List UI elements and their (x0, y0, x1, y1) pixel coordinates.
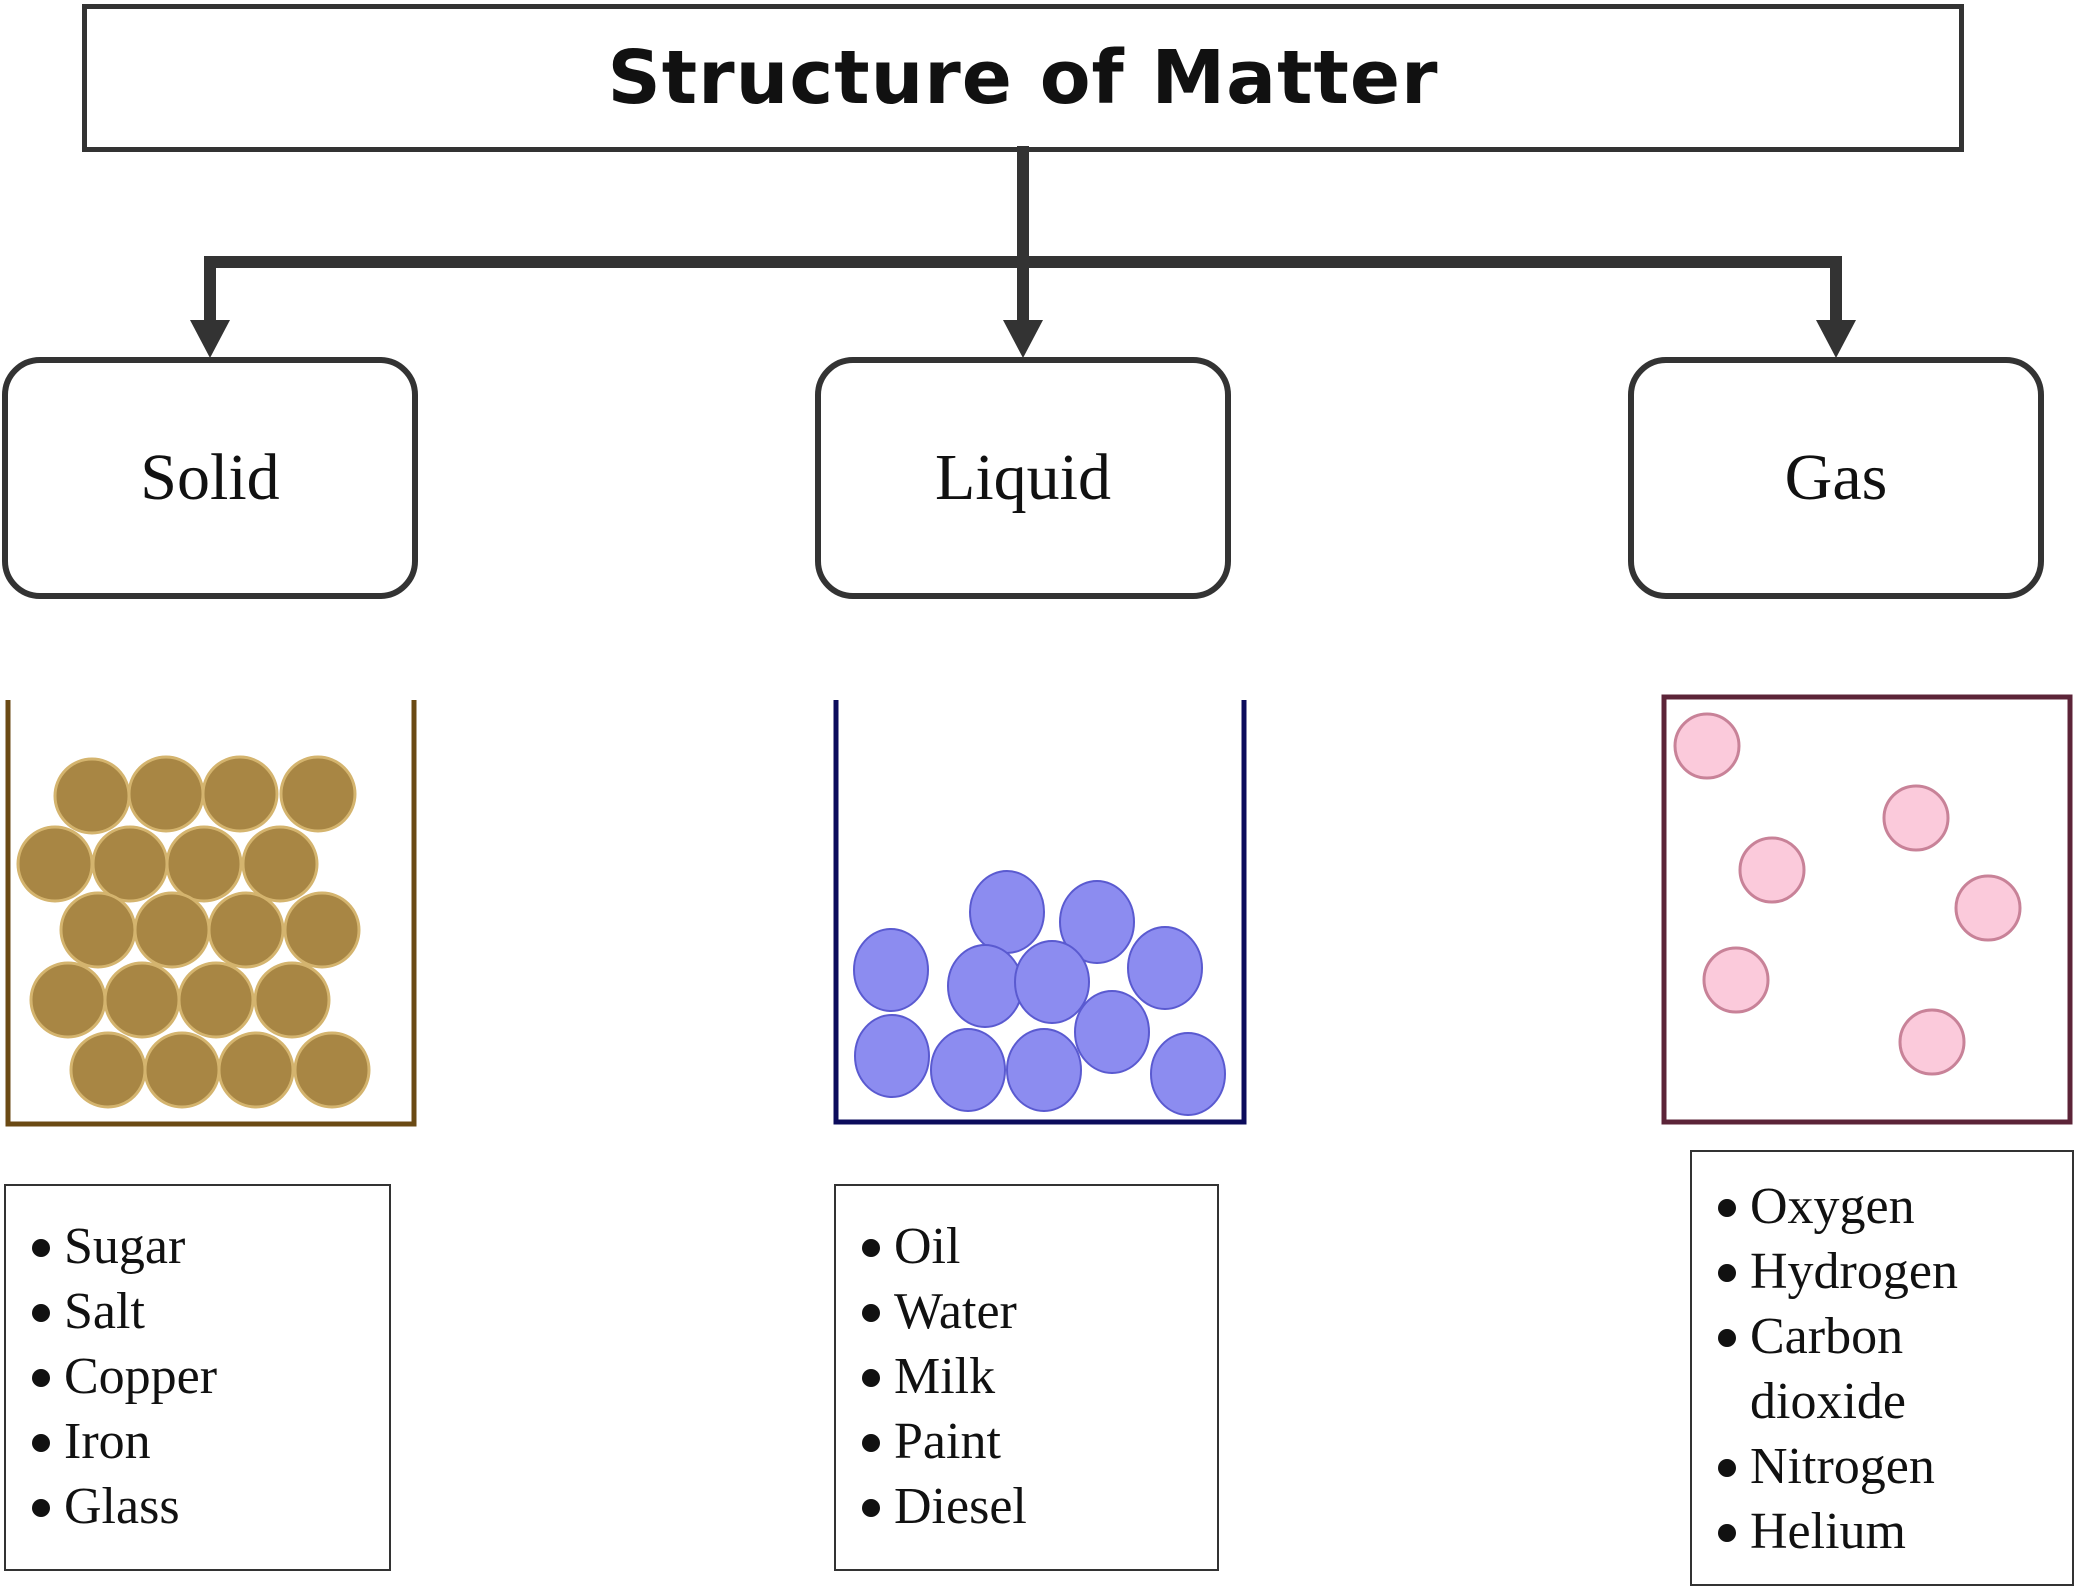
gas-particle-5 (1702, 946, 1770, 1014)
solid-particle-5 (16, 825, 94, 903)
state-label-liquid: Liquid (935, 441, 1111, 514)
example-solid-5: Glass (6, 1474, 389, 1539)
liquid-particle-7 (1074, 990, 1150, 1074)
gas-container (1661, 694, 2073, 1125)
examples-box-solid: Sugar Salt Copper Iron Glass (4, 1184, 391, 1571)
example-liquid-1: Oil (836, 1214, 1217, 1279)
solid-particle-4 (279, 755, 357, 833)
gas-particles (1673, 712, 2022, 1076)
arrowhead-gas (1816, 320, 1856, 358)
liquid-particle-6 (1014, 940, 1090, 1024)
solid-container (5, 700, 417, 1127)
example-gas-2: Hydrogen (1692, 1239, 2072, 1304)
example-liquid-3: Milk (836, 1344, 1217, 1409)
liquid-particle-10 (1006, 1028, 1082, 1112)
solid-particle-15 (177, 961, 255, 1039)
arrowhead-solid (190, 320, 230, 358)
liquid-particles (853, 870, 1226, 1116)
solid-container-walls (5, 700, 417, 1127)
solid-particle-12 (283, 891, 361, 969)
example-solid-4: Iron (6, 1409, 389, 1474)
liquid-container (833, 700, 1247, 1125)
liquid-particle-9 (930, 1028, 1006, 1112)
liquid-particle-4 (853, 928, 929, 1012)
liquid-particle-5 (947, 944, 1023, 1028)
solid-particle-3 (201, 755, 279, 833)
example-liquid-2: Water (836, 1279, 1217, 1344)
solid-particles (16, 755, 371, 1109)
liquid-particle-11 (1150, 1032, 1226, 1116)
solid-particle-1 (53, 757, 131, 835)
solid-particle-14 (103, 961, 181, 1039)
examples-box-gas: Oxygen Hydrogen Carbon dioxide Nitrogen … (1690, 1150, 2074, 1586)
example-gas-5: Helium (1692, 1499, 2072, 1564)
diagram-title: Structure of Matter (607, 35, 1439, 121)
gas-container-walls (1661, 694, 2073, 1125)
liquid-particle-8 (854, 1014, 930, 1098)
liquid-particle-1 (969, 870, 1045, 954)
gas-particle-6 (1898, 1008, 1966, 1076)
example-gas-3: Carbon dioxide (1692, 1304, 2072, 1434)
examples-box-liquid: Oil Water Milk Paint Diesel (834, 1184, 1219, 1571)
solid-particle-6 (91, 825, 169, 903)
state-box-liquid: Liquid (815, 357, 1231, 599)
solid-particle-19 (217, 1031, 295, 1109)
solid-particle-13 (29, 961, 107, 1039)
liquid-particle-2 (1059, 880, 1135, 964)
arrowhead-liquid (1003, 320, 1043, 358)
example-solid-1: Sugar (6, 1214, 389, 1279)
example-solid-2: Salt (6, 1279, 389, 1344)
state-box-solid: Solid (2, 357, 418, 599)
example-gas-4: Nitrogen (1692, 1434, 2072, 1499)
gas-particle-2 (1882, 784, 1950, 852)
state-box-gas: Gas (1628, 357, 2044, 599)
liquid-container-walls (833, 700, 1247, 1125)
liquid-particle-3 (1127, 926, 1203, 1010)
state-label-gas: Gas (1784, 441, 1888, 514)
example-liquid-4: Paint (836, 1409, 1217, 1474)
solid-particle-17 (69, 1031, 147, 1109)
gas-particle-1 (1673, 712, 1741, 780)
gas-particle-4 (1954, 874, 2022, 942)
example-gas-1: Oxygen (1692, 1174, 2072, 1239)
state-label-solid: Solid (140, 441, 280, 514)
gas-particle-3 (1738, 836, 1806, 904)
solid-particle-2 (127, 755, 205, 833)
solid-particle-18 (143, 1031, 221, 1109)
solid-particle-16 (253, 961, 331, 1039)
solid-particle-7 (165, 825, 243, 903)
solid-particle-10 (133, 891, 211, 969)
solid-particle-20 (293, 1031, 371, 1109)
connector-arrows (190, 146, 1856, 358)
example-liquid-5: Diesel (836, 1474, 1217, 1539)
example-solid-3: Copper (6, 1344, 389, 1409)
solid-particle-11 (207, 891, 285, 969)
solid-particle-8 (241, 825, 319, 903)
solid-particle-9 (59, 891, 137, 969)
